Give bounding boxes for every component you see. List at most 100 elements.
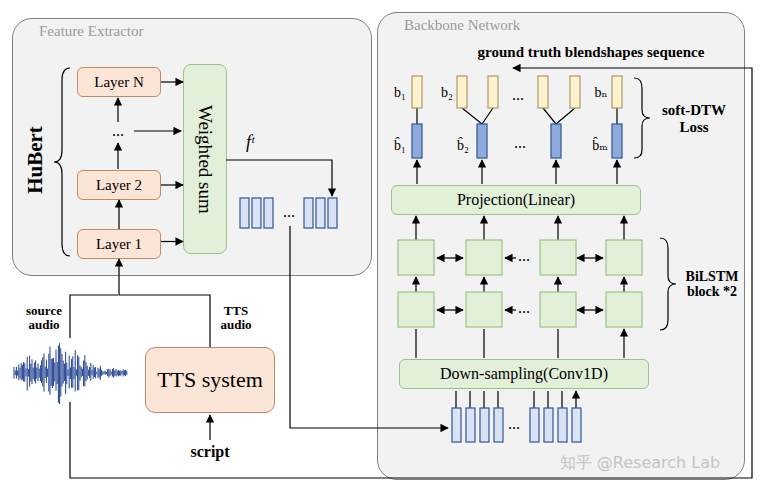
ellipsis: ...: [508, 415, 520, 433]
symbol-label: b̂ₘ: [592, 138, 608, 153]
arrow: [117, 143, 118, 169]
lstm-cell: [606, 292, 642, 327]
input-block: [480, 408, 489, 442]
feature-block: [316, 198, 325, 228]
connector-arrow: [161, 81, 183, 82]
arrow: [623, 216, 624, 240]
feature-block: [252, 198, 261, 228]
symbol-label: b₁: [394, 85, 406, 100]
box-text: Projection(Linear): [457, 191, 575, 209]
blendshape-box: [488, 76, 498, 108]
arrow: [483, 277, 484, 292]
arrow: [481, 160, 482, 184]
prediction-box: [412, 124, 422, 158]
feature-block: [328, 198, 337, 228]
box-text: TTS system: [157, 367, 263, 393]
double-arrow: [437, 309, 463, 310]
lstm-cell: [540, 240, 576, 275]
arrow: [226, 160, 332, 196]
ellipsis: ...: [283, 203, 295, 221]
symbol-label: b̂₁: [394, 138, 406, 153]
lstm-cell: [466, 292, 502, 327]
connector-arrow: [161, 241, 183, 242]
process-box: Projection(Linear): [391, 185, 641, 215]
symbol-label: bₙ: [594, 85, 607, 100]
blendshape-box: [570, 76, 580, 108]
arrow: [555, 160, 556, 184]
symbol-label: b₂: [441, 85, 453, 100]
input-label: script: [190, 443, 229, 461]
double-arrow: [505, 309, 516, 310]
blendshape-box: [612, 76, 622, 108]
layer-box: Layer 2: [77, 170, 161, 200]
input-block: [466, 408, 475, 442]
input-block: [530, 408, 539, 442]
input-block: [452, 408, 461, 442]
box-text: Down-sampling(Conv1D): [440, 365, 608, 383]
lstm-cell: [398, 292, 434, 327]
brace: [54, 68, 70, 256]
group-label: BiLSTM block *2: [677, 269, 747, 300]
input-block: [572, 408, 581, 442]
wire: [70, 68, 752, 478]
arrow: [415, 216, 416, 240]
arrow: [416, 160, 417, 184]
prediction-box: [612, 124, 622, 158]
ellipsis: ...: [518, 247, 530, 265]
lstm-cell: [398, 240, 434, 275]
annotation: ground truth blendshapes sequence: [478, 44, 705, 61]
panel-title: Feature Extractor: [39, 23, 144, 40]
ellipsis: ...: [512, 86, 524, 104]
prediction-box: [477, 124, 487, 158]
arrow: [415, 277, 416, 292]
watermark: 知乎 @Research Lab: [560, 454, 720, 472]
connector-arrow: [119, 259, 210, 347]
box-text: Layer 2: [96, 177, 142, 194]
wire: [70, 295, 118, 338]
blendshape-box: [538, 76, 548, 108]
process-box: Down-sampling(Conv1D): [399, 359, 649, 389]
input-label: source audio: [17, 304, 71, 333]
arrow: [456, 391, 576, 408]
ellipsis: ...: [518, 299, 530, 317]
alignment-line: [417, 108, 617, 124]
process-box: TTS system: [145, 347, 275, 413]
input-block: [558, 408, 567, 442]
blendshape-box: [457, 76, 467, 108]
layer-box: Layer 1: [77, 229, 161, 259]
panel-title: Backbone Network: [404, 17, 520, 34]
layer-box: Layer N: [77, 67, 161, 97]
arrow: [290, 226, 448, 428]
arrow: [117, 98, 118, 122]
connector-arrow: [118, 200, 119, 229]
audio-waveform: [14, 343, 127, 404]
lstm-cell: [466, 240, 502, 275]
blendshape-box: [412, 76, 422, 108]
panel: Feature ExtractorLayer N Layer 2 Layer 1 We…: [12, 18, 372, 276]
input-block: [544, 408, 553, 442]
process-box: Weighted sum: [183, 64, 227, 254]
lstm-cell: [606, 240, 642, 275]
box-text: Weighted sum: [194, 105, 216, 214]
arrow: [416, 329, 624, 358]
ellipsis: ...: [514, 134, 526, 152]
double-arrow: [577, 257, 603, 258]
double-arrow: [505, 257, 516, 258]
double-arrow: [577, 309, 603, 310]
ellipsis: ...: [112, 122, 124, 140]
symbol-label: b̂₂: [457, 138, 469, 153]
arrow: [557, 277, 558, 292]
arrow: [616, 160, 617, 184]
box-text: Layer N: [94, 74, 144, 91]
arrow: [134, 130, 181, 131]
double-arrow: [437, 257, 463, 258]
panel: Backbone NetworkProjection(Linear) Down-s…: [377, 12, 745, 480]
arrow: [483, 216, 484, 240]
prediction-box: [551, 124, 561, 158]
input-label: TTS audio: [213, 304, 259, 333]
group-label: HuBert: [24, 126, 47, 194]
arrow: [209, 415, 210, 440]
connector-arrow: [161, 184, 183, 185]
arrow: [557, 216, 558, 240]
